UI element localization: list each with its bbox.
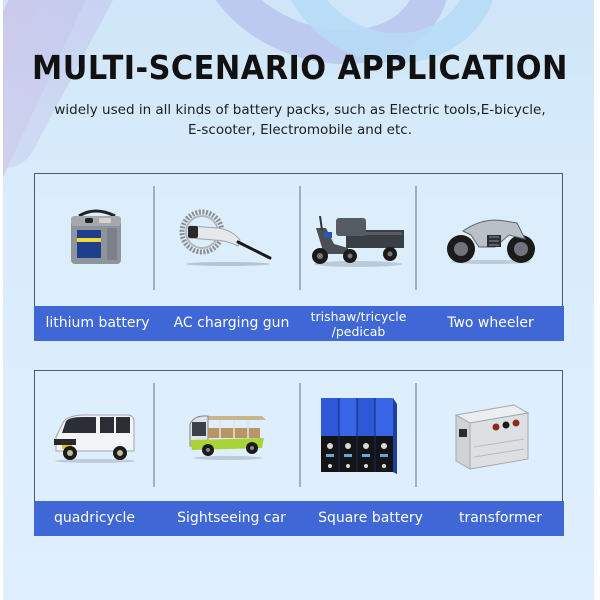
application-card-two-wheeler[interactable]: [417, 174, 564, 304]
mini-car-icon: [53, 414, 135, 463]
cell-divider: [415, 383, 417, 487]
cargo-tricycle-icon: [312, 215, 404, 267]
cell-divider: [415, 186, 417, 290]
subtitle-line-1: widely used in all kinds of battery pack…: [54, 102, 546, 118]
label-tricycle[interactable]: trishaw/tricycle /pedicab: [302, 306, 416, 341]
cell-divider: [153, 186, 155, 290]
label-two-wheeler[interactable]: Two wheeler: [447, 315, 534, 331]
application-panel-row-1: lithium battery AC charging gun trishaw/…: [33, 173, 564, 341]
cell-divider: [299, 186, 301, 290]
page-title: MULTI-SCENARIO APPLICATION: [32, 48, 568, 87]
label-bar: lithium battery AC charging gun trishaw/…: [33, 306, 564, 341]
label-bar: quadricycle Sightseeing car Square batte…: [33, 501, 564, 536]
label-ac-charging-gun[interactable]: AC charging gun: [173, 315, 290, 331]
label-square-battery[interactable]: Square battery: [318, 510, 423, 526]
application-card-square-battery[interactable]: [301, 371, 415, 501]
label-quadricycle[interactable]: quadricycle: [53, 510, 136, 526]
application-panel-row-2: quadricycle Sightseeing car Square batte…: [33, 370, 564, 536]
label-sightseeing-car[interactable]: Sightseeing car: [177, 510, 286, 526]
ac-charging-gun-icon: [179, 209, 271, 266]
label-transformer[interactable]: transformer: [458, 510, 542, 526]
page-subtitle: widely used in all kinds of battery pack…: [0, 100, 600, 140]
sightseeing-cart-icon: [189, 415, 266, 460]
application-card-transformer[interactable]: [417, 371, 564, 501]
application-card-tricycle[interactable]: [301, 174, 415, 304]
prismatic-battery-cells-icon: [321, 398, 397, 474]
application-card-ac-charging-gun[interactable]: [155, 174, 300, 304]
transformer-box-icon: [454, 404, 529, 470]
label-tricycle-line-1: trishaw/tricycle: [310, 308, 407, 324]
label-lithium-battery[interactable]: lithium battery: [45, 315, 150, 331]
application-card-quadricycle[interactable]: [35, 371, 154, 501]
cell-divider: [153, 383, 155, 487]
cell-divider: [299, 383, 301, 487]
subtitle-line-2: E-scooter, Electromobile and etc.: [187, 122, 412, 138]
motorcycle-icon: [446, 219, 535, 264]
application-card-sightseeing-car[interactable]: [155, 371, 300, 501]
lithium-battery-pack-icon: [70, 209, 121, 264]
application-card-lithium-battery[interactable]: [35, 174, 154, 304]
label-tricycle-line-2: /pedicab: [331, 323, 386, 339]
